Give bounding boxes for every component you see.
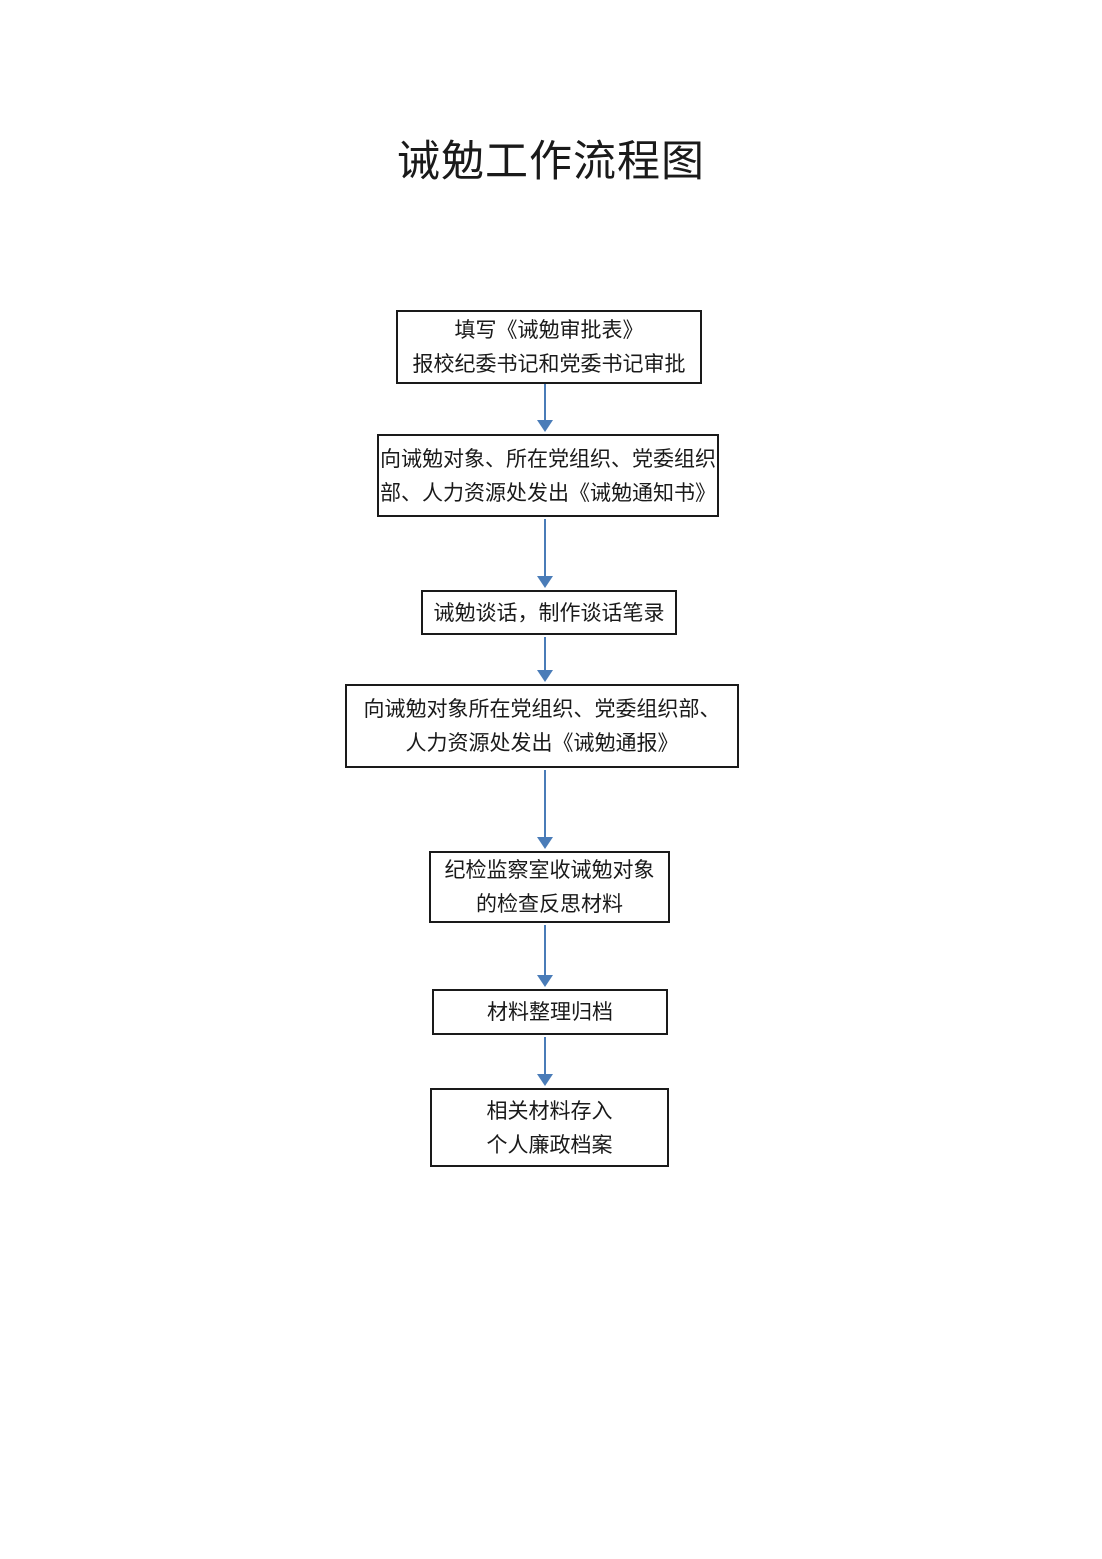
arrow-line [544,519,546,576]
flow-arrow-3 [537,637,553,682]
flow-arrow-1 [537,384,553,432]
flow-step-send-admonishment-bulletin: 向诫勉对象所在党组织、党委组织部、 人力资源处发出《诫勉通报》 [345,684,739,768]
flow-arrow-5 [537,925,553,987]
flow-step-send-admonishment-notice: 向诫勉对象、所在党组织、党委组织 部、人力资源处发出《诫勉通知书》 [377,434,719,517]
flow-arrow-6 [537,1037,553,1086]
arrow-line [544,770,546,837]
arrow-line [544,1037,546,1074]
arrow-down-icon [537,576,553,588]
flow-arrow-4 [537,770,553,849]
arrow-down-icon [537,420,553,432]
flow-step-store-in-personal-file: 相关材料存入 个人廉政档案 [430,1088,669,1167]
arrow-line [544,925,546,975]
arrow-line [544,384,546,420]
arrow-down-icon [537,837,553,849]
flow-step-collect-reflection-materials: 纪检监察室收诫勉对象 的检查反思材料 [429,851,670,923]
arrow-down-icon [537,975,553,987]
arrow-line [544,637,546,670]
flow-step-admonishment-talk: 诫勉谈话，制作谈话笔录 [421,590,677,635]
arrow-down-icon [537,1074,553,1086]
arrow-down-icon [537,670,553,682]
page-title: 诫勉工作流程图 [397,139,705,186]
flow-step-fill-approval-form: 填写《诫勉审批表》 报校纪委书记和党委书记审批 [396,310,702,384]
flow-step-archive-materials: 材料整理归档 [432,989,668,1035]
flow-arrow-2 [537,519,553,588]
